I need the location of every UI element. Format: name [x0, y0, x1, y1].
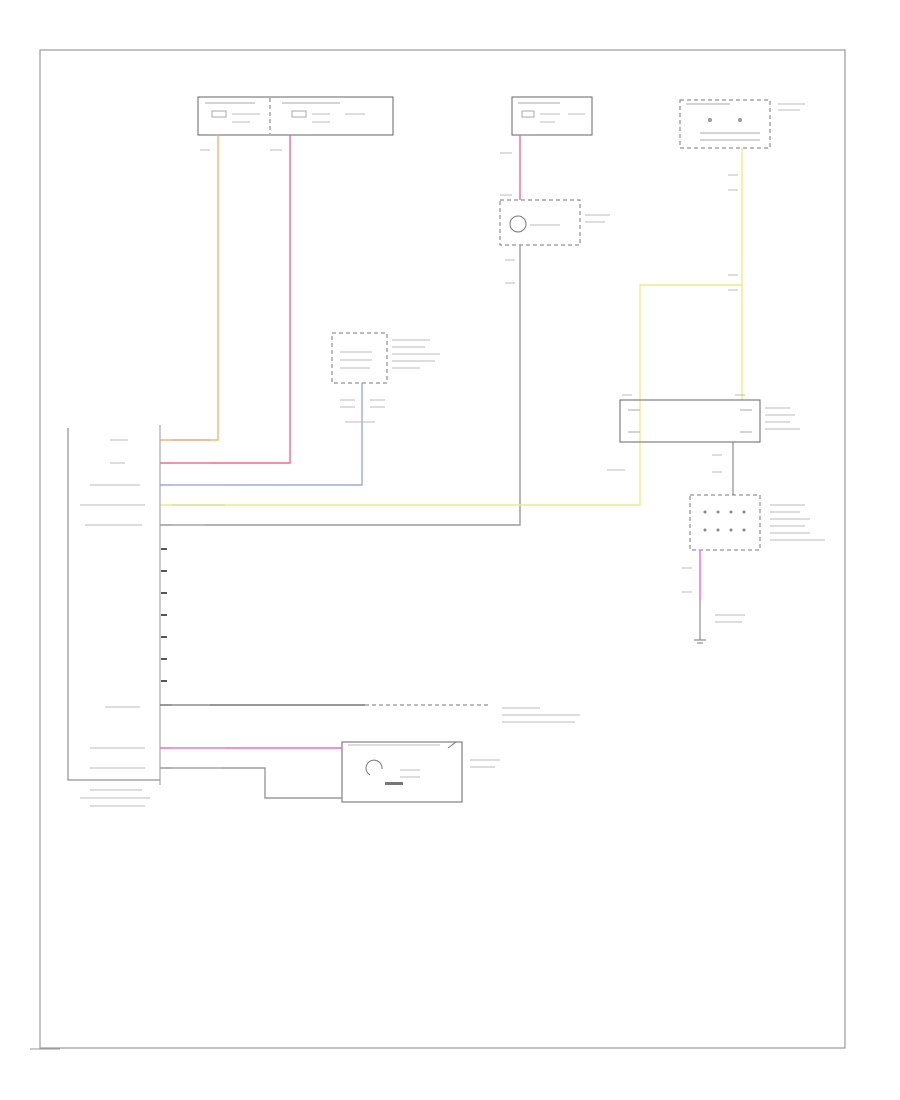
pin-labels [80, 439, 150, 807]
motor-symbol [365, 759, 383, 776]
indicator-lamp [499, 199, 610, 246]
wire-label-marks [172, 149, 745, 769]
wire-gray-bottom [160, 767, 342, 799]
relay-module-right [619, 399, 800, 443]
sensor-module [331, 332, 440, 384]
motor-assembly [341, 741, 500, 803]
switch-symbol [447, 741, 457, 749]
fuse-block-left [197, 96, 394, 136]
wire-yellow [160, 284, 742, 506]
wire-pink [160, 135, 291, 464]
connector-right [689, 494, 825, 551]
main-module-connector [67, 425, 161, 785]
diagram-border [39, 49, 846, 1049]
wire-gray [160, 245, 521, 526]
fuse-block-middle [511, 96, 593, 136]
wire-orange [160, 135, 219, 441]
ignition-switch-top-right [679, 99, 805, 149]
wire-blue [160, 383, 363, 486]
pin-ticks [161, 548, 167, 682]
ground-symbol [694, 639, 706, 644]
